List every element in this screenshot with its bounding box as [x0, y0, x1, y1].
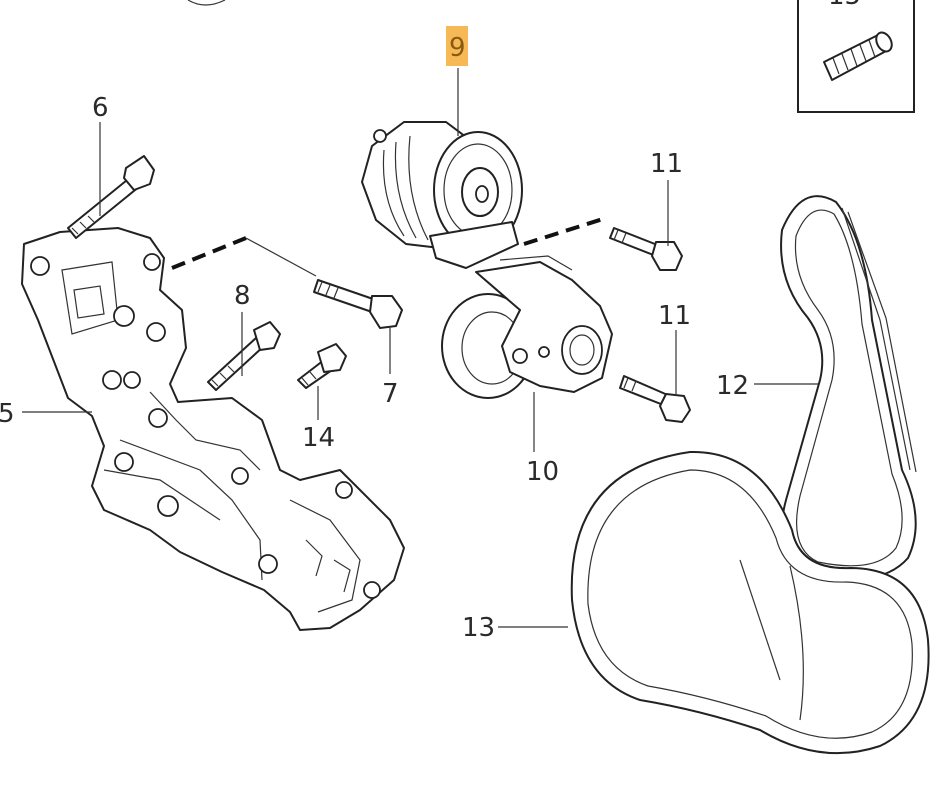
callout-13: 13: [462, 613, 495, 643]
bolt-part-6: [67, 155, 155, 239]
bolt-part-14: [297, 343, 347, 389]
idler-pulley-part-10: [441, 255, 613, 399]
dashed-line-right: [523, 216, 607, 246]
bracket-part-5: [21, 227, 405, 631]
belt-part-13: [570, 450, 930, 755]
callout-6: 6: [92, 93, 109, 123]
callout-12: 12: [716, 371, 749, 401]
callout-9-highlight: [446, 26, 468, 66]
leader-lines: [22, 68, 818, 628]
stud-icon: [823, 31, 893, 81]
callout-5: 5: [0, 399, 15, 429]
callout-11-upper: 11: [650, 149, 683, 179]
bolt-part-11-lower: [619, 375, 691, 423]
bolt-part-11-upper: [609, 227, 683, 271]
inset-box-part-15: 15: [797, 0, 915, 113]
callout-10: 10: [526, 457, 559, 487]
bolt-part-7: [313, 279, 403, 329]
callout-14: 14: [302, 423, 335, 453]
callout-9: 9: [449, 33, 466, 63]
partial-part-top: [187, 0, 226, 6]
callout-7: 7: [382, 379, 399, 409]
callout-11-lower: 11: [658, 301, 691, 331]
belt-part-12: [780, 195, 917, 581]
dashed-line-left: [171, 236, 247, 270]
tensioner-part-9: [361, 121, 523, 269]
axis-line-left: [245, 237, 317, 277]
callout-15: 15: [828, 0, 861, 11]
bolt-part-8: [207, 321, 281, 391]
callout-8: 8: [234, 281, 251, 311]
